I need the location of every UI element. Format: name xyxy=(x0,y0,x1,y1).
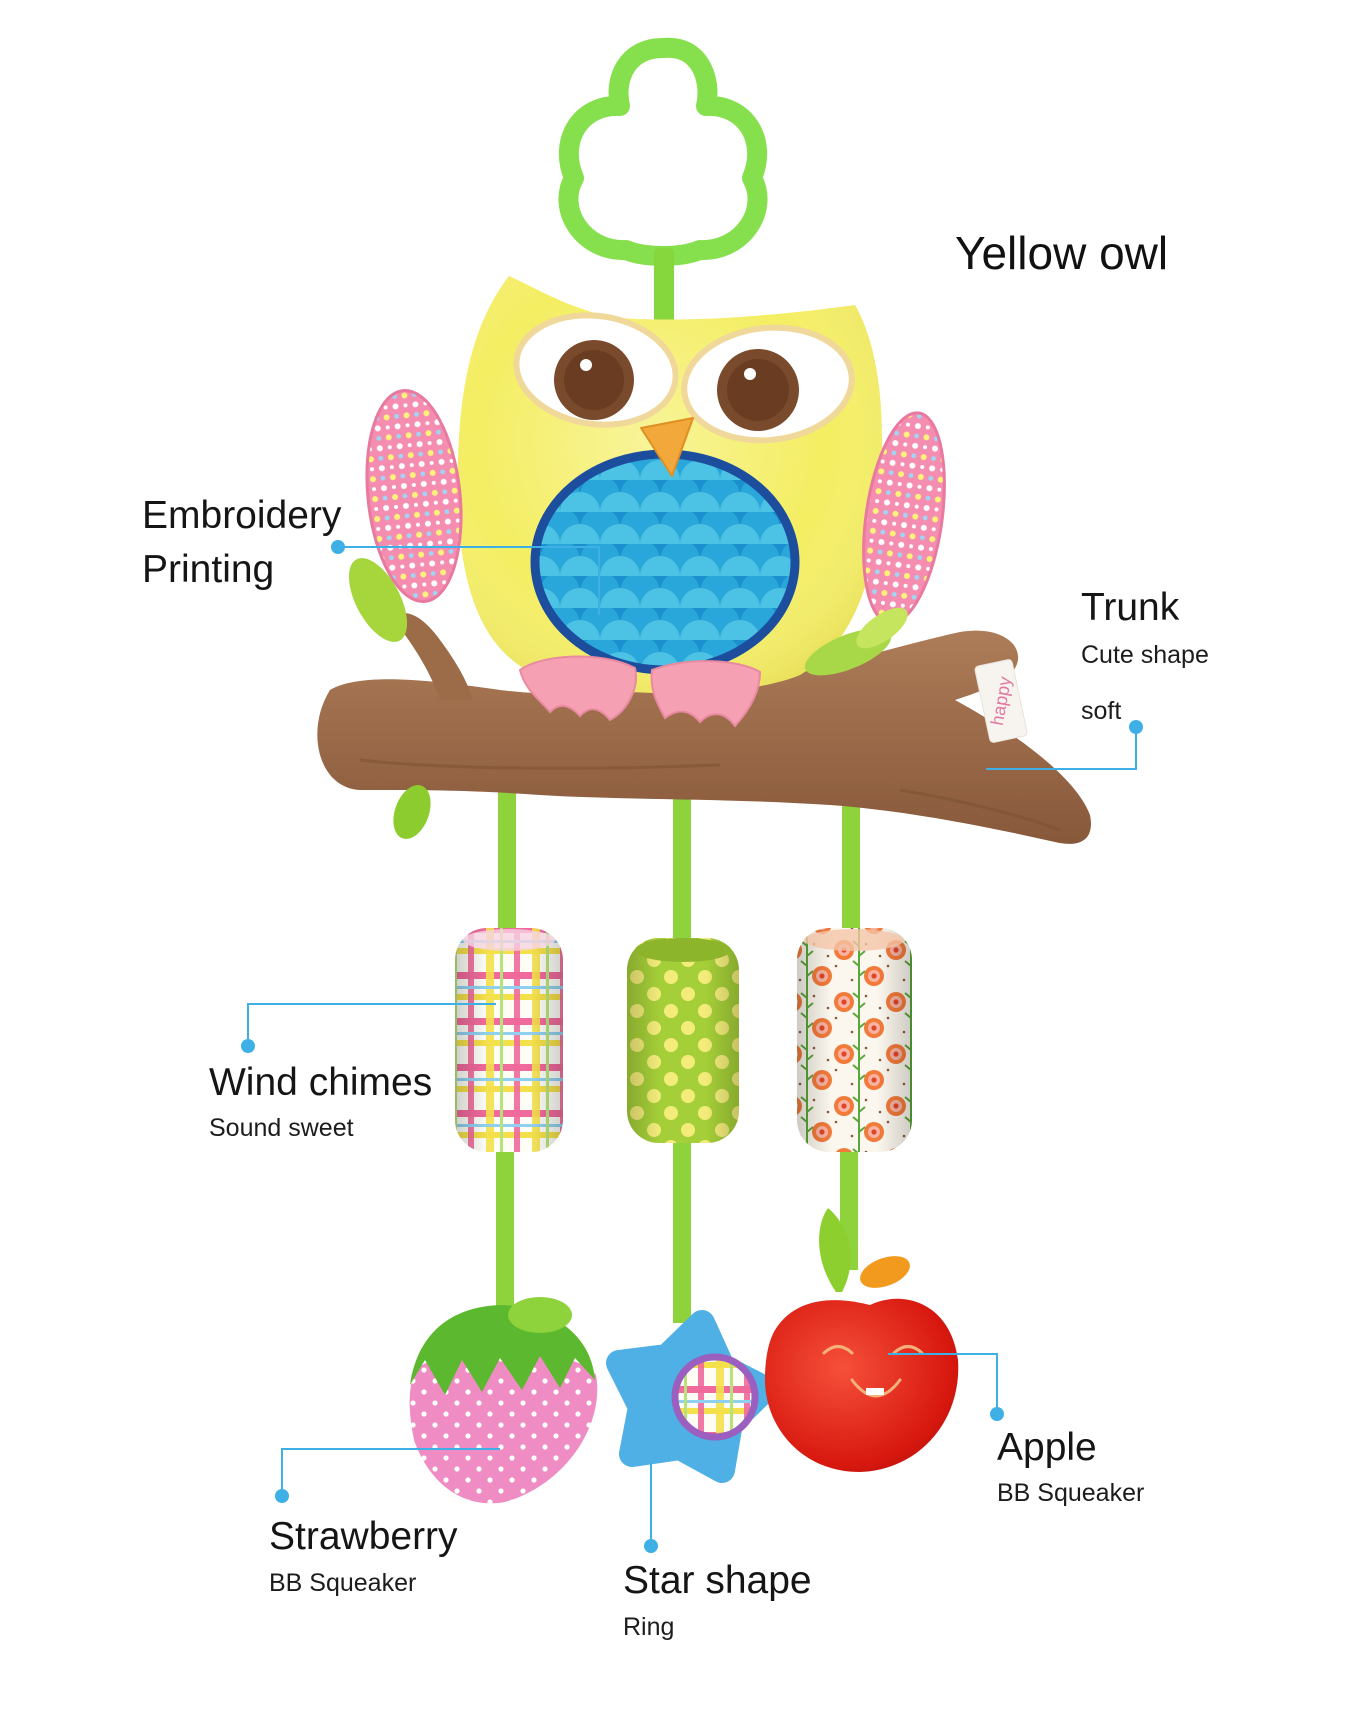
callout-line-wind-chimes xyxy=(247,1003,496,1046)
wind-chime-flowers xyxy=(797,928,912,1152)
strawberry-label: Strawberry xyxy=(269,1515,458,1558)
callout-dot-wind-chimes xyxy=(241,1039,255,1053)
apple-label: Apple xyxy=(997,1426,1097,1469)
embroidery-label: Embroidery xyxy=(142,494,342,537)
star-shape-detail: Ring xyxy=(623,1613,675,1641)
callout-line-apple xyxy=(888,1353,998,1414)
callout-dot-star xyxy=(644,1539,658,1553)
callout-line-trunk xyxy=(986,727,1137,770)
leaf xyxy=(348,558,408,642)
callout-dot-embroidery xyxy=(331,540,345,554)
wind-chimes-detail: Sound sweet xyxy=(209,1114,354,1142)
star-shape-label: Star shape xyxy=(623,1559,812,1602)
apple-detail: BB Squeaker xyxy=(997,1479,1145,1507)
hanging-ring xyxy=(558,37,768,266)
hanging-straps xyxy=(496,775,860,1323)
ring-strap xyxy=(654,248,674,330)
trunk-label: Trunk xyxy=(1081,586,1180,629)
strawberry-detail: BB Squeaker xyxy=(269,1569,417,1597)
product-title: Yellow owl xyxy=(955,227,1169,279)
strap-middle-lower xyxy=(673,1138,691,1323)
callout-dot-apple xyxy=(990,1407,1004,1421)
apple-smiley-face xyxy=(822,1345,924,1398)
trunk-detail-shape: Cute shape xyxy=(1081,641,1209,669)
apple xyxy=(765,1208,959,1472)
callouts xyxy=(247,546,1137,1546)
strap-left-upper xyxy=(498,785,516,935)
strap-middle-upper xyxy=(673,775,691,945)
wind-chimes-label: Wind chimes xyxy=(209,1061,433,1104)
owl-feet xyxy=(518,655,762,728)
star-ring-patch xyxy=(671,1353,759,1441)
fabric-tag: happy xyxy=(974,659,1028,743)
callout-line-embroidery xyxy=(338,546,600,615)
callout-dot-strawberry xyxy=(275,1489,289,1503)
owl-beak xyxy=(640,417,694,477)
leaf xyxy=(856,607,908,649)
owl-belly-embroidery xyxy=(530,449,800,675)
printing-label: Printing xyxy=(142,548,275,591)
owl-left-wing xyxy=(365,388,463,604)
strap-left-lower xyxy=(496,1145,514,1315)
owl-left-eye xyxy=(513,312,679,428)
owl-right-eye xyxy=(681,324,855,444)
wind-chime-dots xyxy=(627,938,739,1143)
leaf xyxy=(393,785,431,839)
star-rattle xyxy=(606,1310,778,1483)
callout-dots xyxy=(241,540,1143,1553)
wind-chime-plaid xyxy=(455,928,563,1152)
callout-dot-trunk xyxy=(1129,720,1143,734)
yellow-owl xyxy=(365,276,946,728)
strap-right-upper xyxy=(842,795,860,935)
leaves xyxy=(348,558,908,839)
strawberry xyxy=(409,1297,598,1504)
callout-line-strawberry xyxy=(281,1448,500,1496)
trunk-detail-soft: soft xyxy=(1081,697,1122,725)
branch-trunk xyxy=(317,613,1091,844)
